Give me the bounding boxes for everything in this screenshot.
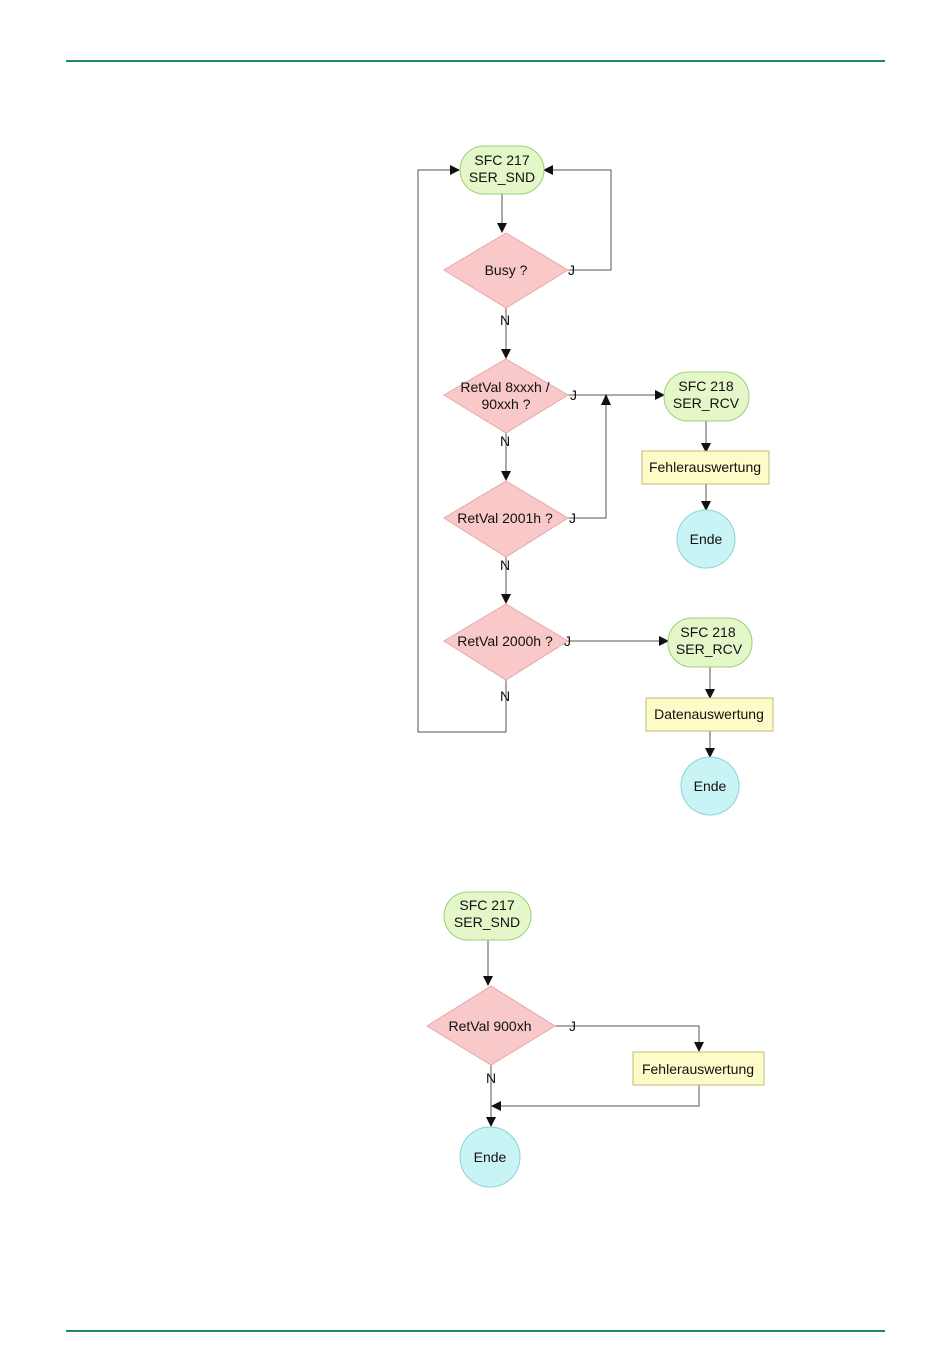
fehlerauswertung-box-2: Fehlerauswertung bbox=[633, 1052, 764, 1085]
retval-900xh-no-label: N bbox=[486, 1070, 496, 1086]
fehlerauswertung-2-label: Fehlerauswertung bbox=[642, 1061, 754, 1077]
sfc218-data-node: SFC 218 SER_RCV bbox=[668, 618, 752, 667]
sfc217-2-line1: SFC 217 bbox=[459, 897, 514, 913]
busy-label: Busy ? bbox=[485, 262, 528, 278]
fehlerauswertung-box: Fehlerauswertung bbox=[642, 451, 769, 484]
ende-label-b: Ende bbox=[694, 778, 727, 794]
sfc217-start-node-2: SFC 217 SER_SND bbox=[444, 892, 531, 940]
retval-8xxxh-decision: RetVal 8xxxh / 90xxh ? bbox=[444, 359, 568, 433]
retval-2000h-label: RetVal 2000h ? bbox=[457, 633, 553, 649]
datenauswertung-label: Datenauswertung bbox=[654, 706, 764, 722]
retval-2000h-decision: RetVal 2000h ? bbox=[444, 604, 568, 680]
sfc218-data-line2: SER_RCV bbox=[676, 641, 743, 657]
sfc217-line2: SER_SND bbox=[469, 169, 535, 185]
sfc217-2-line2: SER_SND bbox=[454, 914, 520, 930]
ende-node-a: Ende bbox=[677, 510, 735, 568]
diagram-1: SFC 217 SER_SND Busy ? J N RetVal 8xxxh … bbox=[418, 146, 773, 815]
retval-2001h-label: RetVal 2001h ? bbox=[457, 510, 553, 526]
retval-2001h-no-label: N bbox=[500, 557, 510, 573]
retval-8xxxh-line2: 90xxh ? bbox=[481, 396, 530, 412]
busy-decision: Busy ? bbox=[444, 233, 568, 308]
diagram-2: SFC 217 SER_SND RetVal 900xh J N Fehlera… bbox=[427, 892, 764, 1187]
sfc218-error-line2: SER_RCV bbox=[673, 395, 740, 411]
sfc218-data-line1: SFC 218 bbox=[680, 624, 735, 640]
fehlerauswertung-label: Fehlerauswertung bbox=[649, 459, 761, 475]
ende-node-2: Ende bbox=[460, 1127, 520, 1187]
sfc217-start-node: SFC 217 SER_SND bbox=[460, 146, 544, 194]
retval-900xh-yes-label: J bbox=[569, 1018, 576, 1034]
ende-label-a: Ende bbox=[690, 531, 723, 547]
retval-2001h-yes-label: J bbox=[569, 510, 576, 526]
retval-2001h-decision: RetVal 2001h ? bbox=[444, 481, 568, 557]
retval-2000h-yes-label: J bbox=[564, 633, 571, 649]
datenauswertung-box: Datenauswertung bbox=[646, 698, 773, 731]
ende-2-label: Ende bbox=[474, 1149, 507, 1165]
ende-node-b: Ende bbox=[681, 757, 739, 815]
retval-8xxxh-no-label: N bbox=[500, 433, 510, 449]
retval-2000h-no-label: N bbox=[500, 688, 510, 704]
sfc218-error-line1: SFC 218 bbox=[678, 378, 733, 394]
busy-yes-label: J bbox=[568, 262, 575, 278]
retval-900xh-label: RetVal 900xh bbox=[448, 1018, 531, 1034]
retval-900xh-decision: RetVal 900xh bbox=[427, 986, 555, 1065]
sfc218-error-node: SFC 218 SER_RCV bbox=[664, 372, 749, 421]
retval-8xxxh-line1: RetVal 8xxxh / bbox=[460, 379, 549, 395]
busy-no-label: N bbox=[500, 312, 510, 328]
retval-8xxxh-yes-label: J bbox=[570, 387, 577, 403]
sfc217-line1: SFC 217 bbox=[474, 152, 529, 168]
